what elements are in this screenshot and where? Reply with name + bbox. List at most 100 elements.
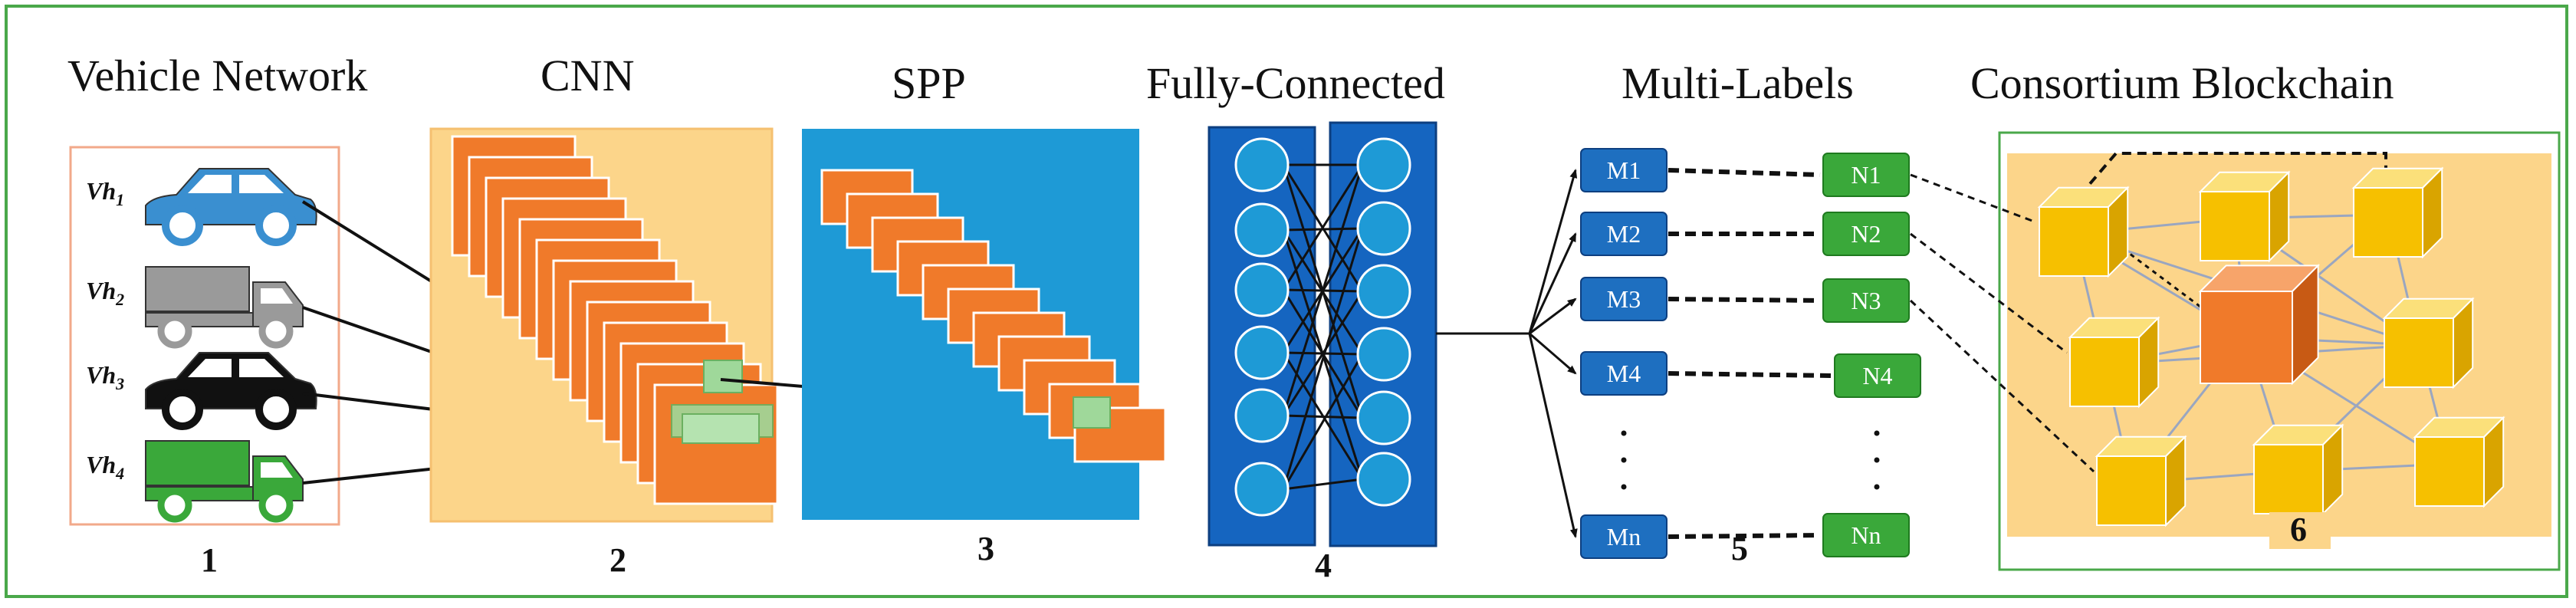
vehicle-2: Vh2 — [86, 266, 304, 349]
cnn-kernel-box — [703, 360, 743, 393]
ellipsis-dot — [1874, 430, 1880, 436]
n-label-box — [1822, 153, 1910, 197]
wheel-icon — [162, 389, 203, 430]
title-fully-connected: Fully-Connected — [1146, 58, 1445, 108]
ellipsis-dot — [1874, 457, 1880, 463]
n-label-text: N1 — [1851, 161, 1881, 189]
ellipsis-dot — [1621, 430, 1627, 436]
m-label-box — [1580, 351, 1668, 396]
fc-edge — [1283, 414, 1363, 419]
m-label-text: Mn — [1607, 523, 1641, 550]
car-window-rear-1 — [239, 175, 284, 193]
n-label-box — [1834, 353, 1921, 398]
vehicle-label-sub-1: 1 — [116, 190, 124, 209]
m-to-n-link-5 — [1668, 533, 1821, 539]
fc-neuron-left — [1234, 388, 1290, 443]
fc-edge — [1283, 478, 1363, 491]
fc-neuron-left — [1234, 262, 1290, 317]
wheel-icon — [157, 488, 192, 523]
vehicle-label-3: Vh3 — [86, 361, 124, 393]
fc-neuron-left — [1234, 202, 1290, 258]
fan-arrow-3 — [1529, 297, 1577, 335]
block-node-5 — [2382, 297, 2475, 389]
wheel-icon — [255, 205, 297, 246]
fan-arrow-1 — [1528, 169, 1578, 334]
fc-neuron-right — [1356, 390, 1411, 445]
m-label-box — [1580, 212, 1668, 256]
m-to-n-link-3 — [1668, 297, 1821, 303]
fan-arrow-4 — [1529, 332, 1577, 375]
vehicle-label-sub-3: 3 — [115, 374, 124, 393]
n-to-block-link-1 — [1910, 173, 2037, 224]
wheel-icon — [255, 389, 297, 430]
vehicle-label-sub-2: 2 — [115, 290, 124, 309]
cube-front — [2414, 436, 2485, 507]
truck-cargo-4 — [145, 440, 250, 486]
fc-neuron-right — [1356, 452, 1411, 507]
cube-front — [2039, 206, 2109, 277]
car-window-rear-3 — [239, 359, 284, 377]
m-to-n-link-4 — [1668, 371, 1832, 378]
cube-front — [2096, 455, 2167, 526]
m-label-text: M2 — [1607, 220, 1641, 248]
fc-connections — [1282, 163, 1364, 491]
wheel-icon — [157, 314, 192, 349]
block-center-node — [2198, 263, 2321, 386]
block-node-4 — [2068, 316, 2160, 409]
cube-front — [2384, 317, 2454, 388]
title-cnn: CNN — [540, 51, 634, 100]
cube-front — [2200, 291, 2293, 384]
truck-cargo-2 — [145, 266, 250, 312]
fc-neurons — [1234, 137, 1411, 517]
fc-edge — [1282, 353, 1364, 490]
n-label-box — [1822, 212, 1910, 256]
n-to-block-link-2 — [1910, 232, 2068, 354]
m-label-box — [1580, 148, 1668, 192]
ellipsis-dot — [1621, 457, 1627, 463]
n-label-box — [1822, 513, 1910, 557]
cube-front — [2069, 337, 2140, 407]
stage-number-6: 6 — [2290, 511, 2307, 548]
m-label-box — [1580, 514, 1668, 559]
fan-arrow-2 — [1528, 232, 1577, 334]
stage-6-badge — [2269, 512, 2331, 549]
cube-front — [2200, 191, 2270, 261]
cube-front — [2353, 187, 2423, 258]
m-label-box — [1580, 277, 1668, 321]
n-label-text: N4 — [1862, 362, 1892, 389]
stage-number-1: 1 — [201, 541, 218, 579]
block-node-7 — [2252, 423, 2344, 516]
cube-front — [2253, 444, 2324, 514]
fc-edge — [1282, 164, 1364, 291]
n-label-text: N2 — [1851, 220, 1881, 248]
wheel-icon — [258, 488, 294, 523]
wheel-icon — [258, 314, 294, 349]
m-label-text: M4 — [1607, 360, 1641, 387]
vehicle-label-sub-4: 4 — [115, 464, 124, 483]
car-window-front-3 — [188, 359, 232, 377]
title-consortium-blockchain: Consortium Blockchain — [1970, 58, 2394, 108]
fc-neuron-right — [1356, 201, 1411, 256]
spp-pooling-maps — [820, 169, 1167, 463]
fc-edge — [1282, 228, 1364, 490]
ellipsis-dot — [1621, 484, 1627, 490]
spp-kernel-box — [1073, 396, 1111, 429]
cnn-kernel-box — [682, 413, 760, 444]
truck-window-4 — [261, 462, 293, 478]
vehicle-3: Vh3 — [86, 352, 317, 430]
block-node-1 — [2037, 186, 2130, 278]
blockchain-network — [1909, 152, 2505, 527]
ellipsis-dot — [1874, 484, 1880, 490]
title-vehicle-network: Vehicle Network — [67, 51, 367, 100]
car-window-front-1 — [188, 175, 232, 193]
block-node-3 — [2351, 166, 2444, 259]
block-node-8 — [2413, 416, 2505, 508]
block-node-6 — [2095, 435, 2187, 527]
fc-neuron-right — [1356, 264, 1411, 319]
fc-neuron-right — [1356, 327, 1411, 382]
fc-neuron-left — [1234, 137, 1290, 192]
outer-frame — [5, 5, 2568, 598]
fc-neuron-left — [1234, 462, 1290, 517]
